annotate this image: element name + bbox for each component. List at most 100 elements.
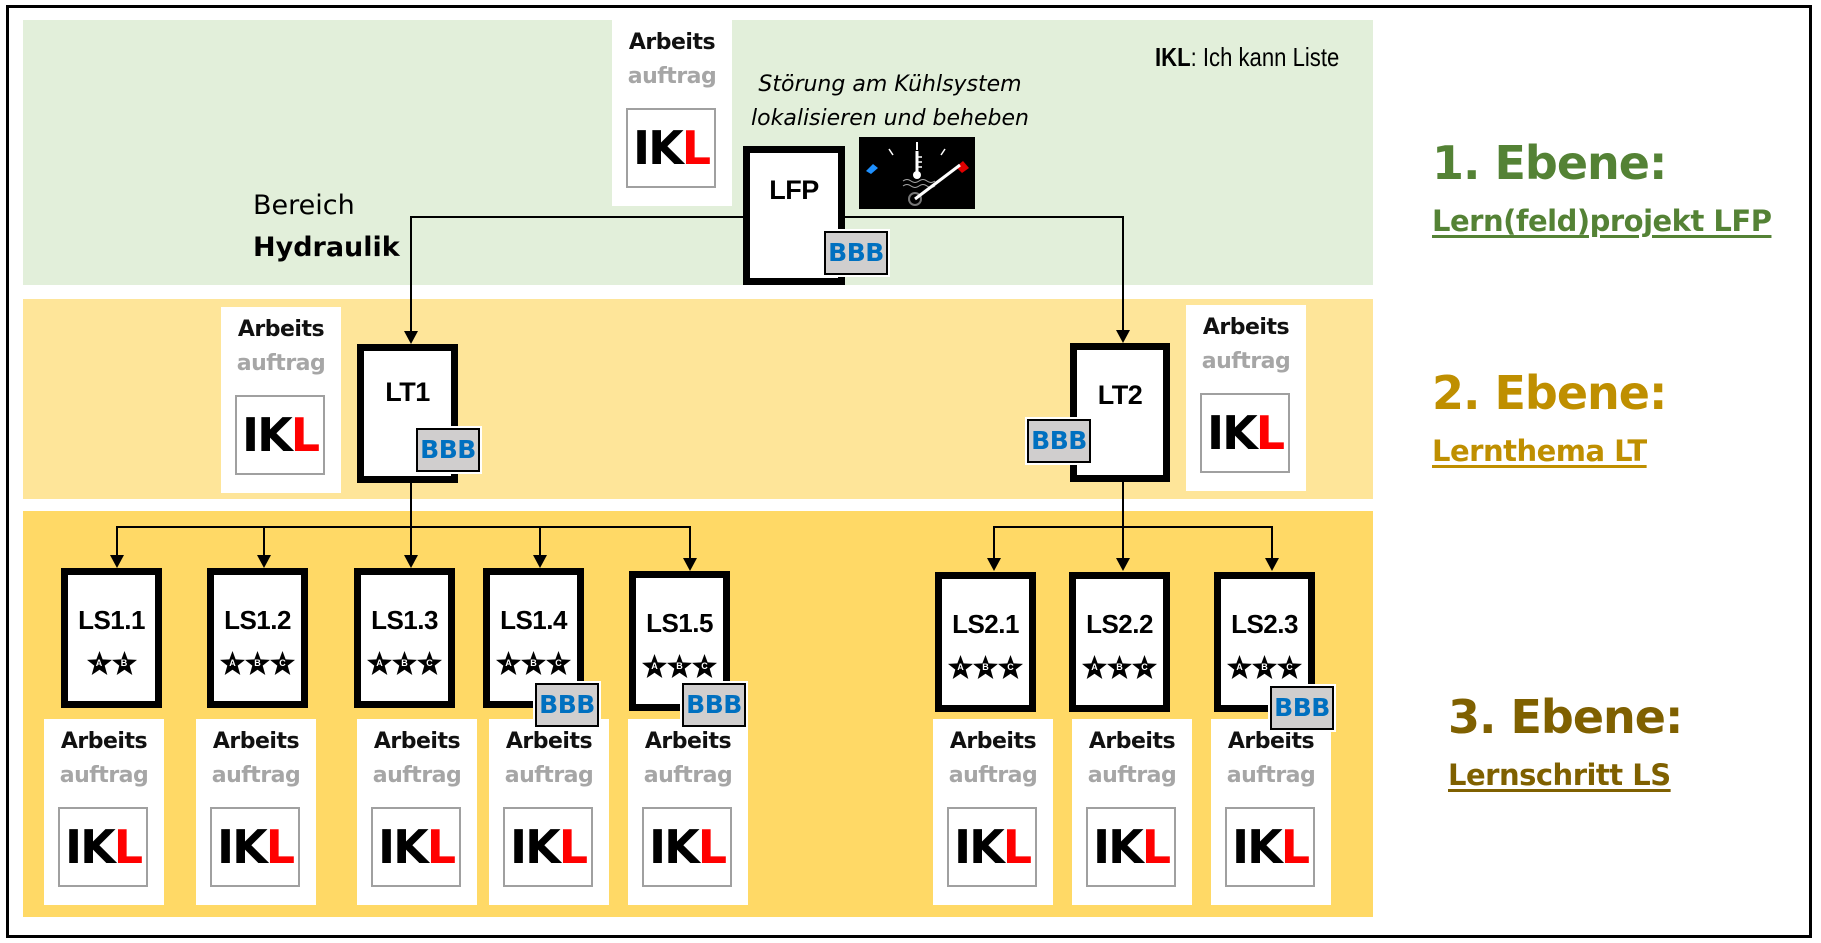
card-line2: auftrag [643, 763, 733, 788]
arrow-to-lt2 [1116, 330, 1130, 343]
connector-ls15 [689, 526, 691, 561]
star-icon: B [973, 655, 998, 679]
star-icon: B [392, 651, 417, 675]
star-icon: A [86, 651, 112, 675]
node-lfp[interactable]: LFP [743, 146, 845, 285]
card-line1: Arbeits [628, 30, 716, 55]
project-task-line1: Störung am Kühlsystem [758, 72, 1022, 97]
star-icon: C [417, 651, 442, 675]
area-prefix: Bereich [253, 190, 355, 221]
ikl-logo: IKL [210, 807, 300, 887]
work-order-card-lt1: Arbeits auftrag IKL [221, 307, 341, 493]
work-order-card-lt2: Arbeits auftrag IKL [1186, 305, 1306, 491]
connector-ls22 [1122, 526, 1124, 561]
level-2-title: 2. Ebene: [1432, 366, 1667, 420]
level-1-subtitle: Lern(feld)projekt LFP [1432, 204, 1772, 238]
card-line2: auftrag [59, 763, 149, 788]
node-ls-label: LS1.5 [646, 608, 713, 638]
ikl-logo: IKL [58, 807, 148, 887]
node-lt2-label: LT2 [1097, 380, 1143, 410]
level-2-subtitle: Lernthema LT [1432, 434, 1647, 468]
star-icon: B [245, 651, 270, 675]
star-icon: C [692, 654, 717, 678]
bbb-badge-ls: BBB [682, 683, 746, 727]
ikl-legend-text: : Ich kann Liste [1190, 42, 1340, 72]
card-line1: Arbeits [1227, 729, 1315, 754]
connector-ls13 [410, 526, 412, 558]
connector-lt1-branch [116, 526, 690, 528]
card-line1: Arbeits [212, 729, 300, 754]
connector-ls23 [1271, 526, 1273, 561]
connector-ls14 [539, 526, 541, 558]
star-icon: C [546, 651, 571, 675]
arrow-to-ls22 [1116, 558, 1130, 571]
connector-lt1-down [410, 483, 412, 526]
coolant-temperature-gauge-icon [859, 137, 975, 209]
star-icon: B [521, 651, 546, 675]
card-line1: Arbeits [505, 729, 593, 754]
card-line1: Arbeits [949, 729, 1037, 754]
connector-lt1-vertical [410, 216, 412, 334]
ikl-logo: IKL [626, 108, 716, 188]
connector-ls11 [116, 526, 118, 558]
star-icon: C [1132, 655, 1157, 679]
ikl-logo: IKL [947, 807, 1037, 887]
arrow-to-ls13 [404, 555, 418, 568]
node-ls-label: LS1.3 [371, 605, 438, 635]
connector-lt2-branch [993, 526, 1272, 528]
connector-ls21 [993, 526, 995, 561]
card-line2: auftrag [948, 763, 1038, 788]
node-lt1-label: LT1 [385, 377, 430, 407]
star-icon: C [270, 651, 295, 675]
star-icon: A [367, 651, 392, 675]
level-3-subtitle: Lernschritt LS [1448, 758, 1671, 792]
ikl-legend-abbr: IKL [1155, 42, 1191, 72]
arrow-to-ls15 [683, 558, 697, 571]
ikl-logo: IKL [642, 807, 732, 887]
card-line2: auftrag [1201, 349, 1291, 374]
card-line2: auftrag [627, 64, 717, 89]
card-line2: auftrag [372, 763, 462, 788]
node-ls-label: LS1.2 [224, 605, 291, 635]
area-label: Bereich Hydraulik [253, 185, 400, 269]
card-line1: Arbeits [237, 317, 325, 342]
star-icon: B [1252, 655, 1277, 679]
connector-lt2-down [1122, 482, 1124, 526]
card-line1: Arbeits [1088, 729, 1176, 754]
card-line1: Arbeits [1202, 315, 1290, 340]
bbb-badge-ls: BBB [535, 683, 599, 727]
arrow-to-ls14 [533, 555, 547, 568]
card-line1: Arbeits [60, 729, 148, 754]
arrow-to-lt1 [404, 331, 418, 344]
star-icon: B [111, 651, 137, 675]
node-ls-label: LS2.3 [1231, 609, 1298, 639]
star-icon: B [667, 654, 692, 678]
ikl-logo: IKL [235, 395, 325, 475]
node-ls-label: LS2.1 [952, 609, 1019, 639]
card-line2: auftrag [504, 763, 594, 788]
area-name: Hydraulik [253, 232, 400, 263]
arrow-to-ls12 [257, 555, 271, 568]
star-icon: A [642, 654, 667, 678]
star-icon: A [948, 655, 973, 679]
outer-frame [6, 5, 1812, 938]
star-icon: B [1107, 655, 1132, 679]
